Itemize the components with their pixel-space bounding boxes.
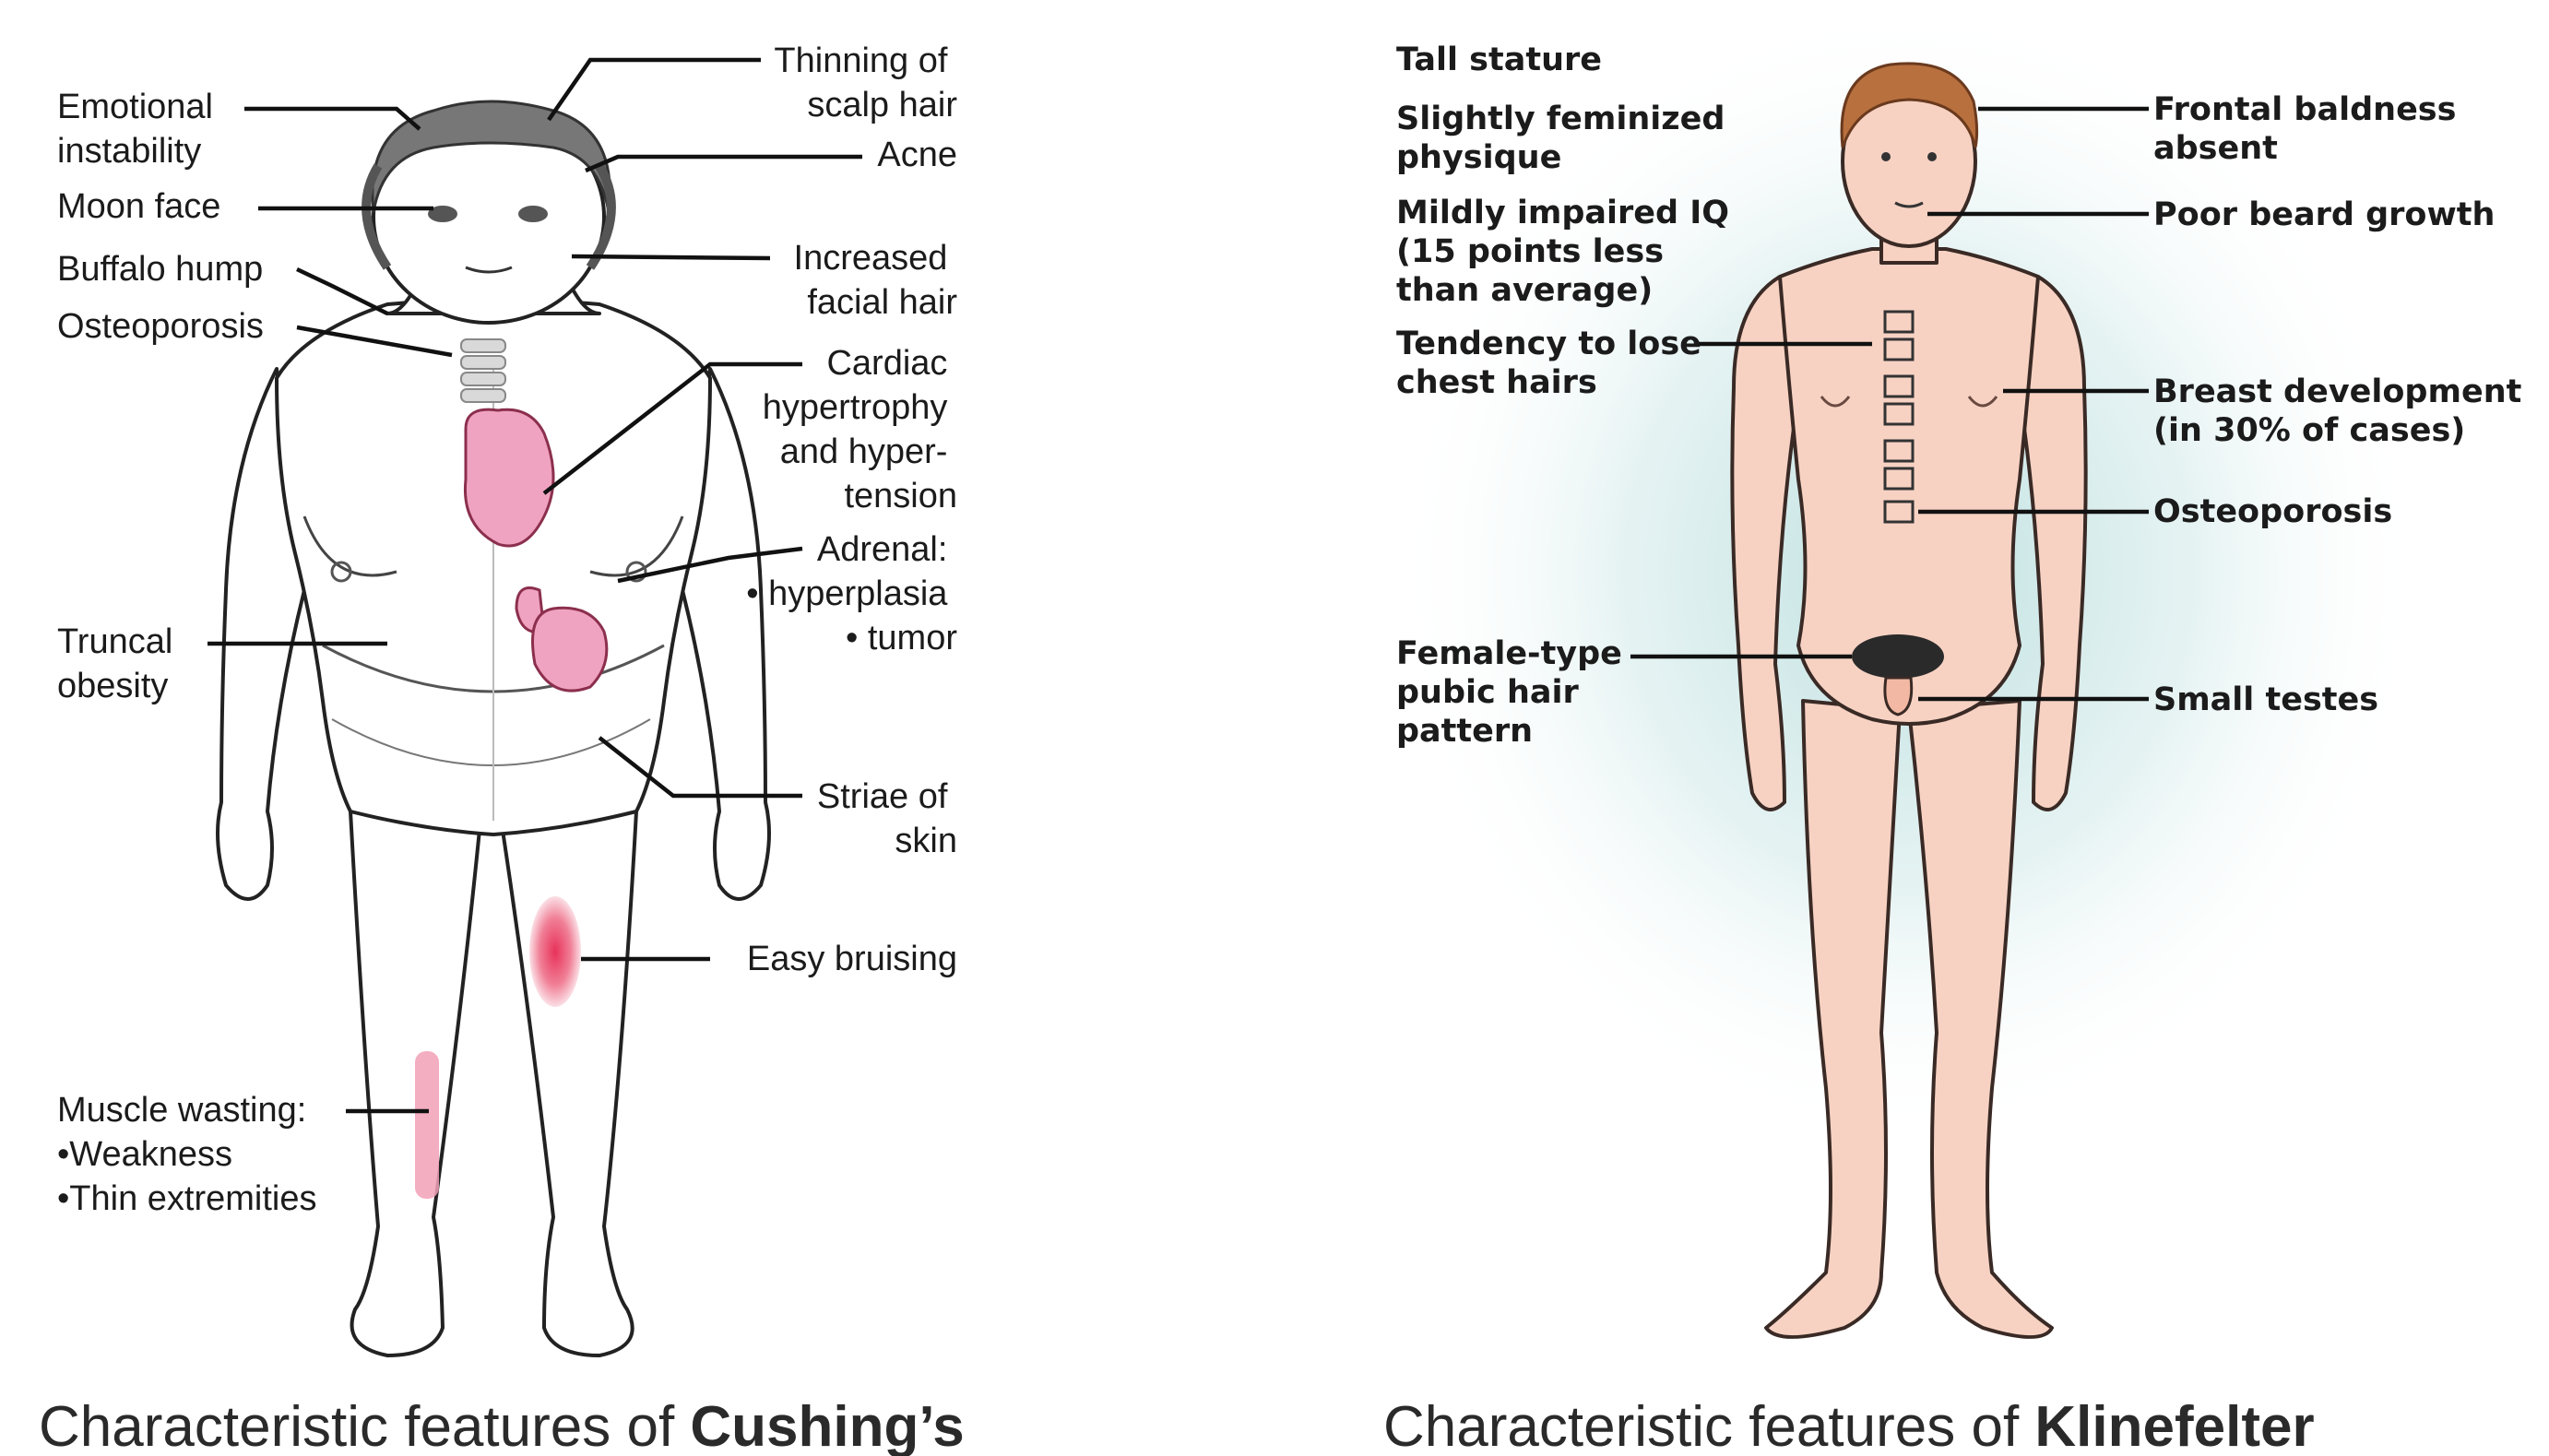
label-moon-face: Moon face xyxy=(57,187,220,226)
cushing-figure xyxy=(218,101,769,1355)
label-poor-beard-growth: Poor beard growth xyxy=(2153,196,2495,233)
caption-cushing: Characteristic features of Cushing’s xyxy=(39,1395,965,1456)
label-adrenal: Adrenal: • hyperplasia • tumor xyxy=(746,530,957,657)
label-muscle-wasting: Muscle wasting: •Weakness •Thin extremit… xyxy=(57,1091,317,1218)
label-tall-stature: Tall stature xyxy=(1396,41,1602,78)
label-klinefelter-osteoporosis: Osteoporosis xyxy=(2153,493,2392,530)
label-acne: Acne xyxy=(877,136,957,174)
label-thinning-scalp-hair: Thinning of scalp hair xyxy=(774,41,957,124)
label-easy-bruising: Easy bruising xyxy=(747,940,957,978)
label-cardiac-hypertrophy: Cardiac hypertrophy and hyper- tension xyxy=(763,344,957,515)
label-emotional-instability: Emotional instability xyxy=(57,88,223,171)
label-buffalo-hump: Buffalo hump xyxy=(57,250,263,289)
label-small-testes: Small testes xyxy=(2153,681,2378,718)
label-striae-of-skin: Striae of skin xyxy=(817,777,957,860)
caption-klinefelter: Characteristic features of Klinefelter xyxy=(1383,1395,2315,1456)
label-increased-facial-hair: Increased facial hair xyxy=(794,239,958,322)
label-truncal-obesity: Truncal obesity xyxy=(57,622,183,705)
label-osteoporosis: Osteoporosis xyxy=(57,307,264,346)
